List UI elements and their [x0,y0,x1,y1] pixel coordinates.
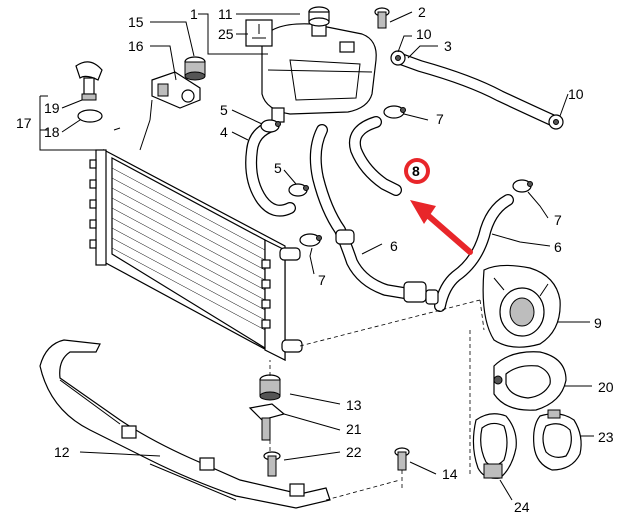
callout-14: 14 [442,466,458,482]
hose-6-upper [434,194,514,312]
rubber-mount [184,56,206,81]
callout-22: 22 [346,444,362,460]
screw-14 [394,447,410,471]
fan-shroud-part-9 [482,264,561,348]
assembly-lines [269,299,485,501]
callout-5b: 5 [274,160,282,176]
callout-9: 9 [594,315,602,331]
callout-3: 3 [444,38,452,54]
callout-8: 8 [412,163,420,179]
clamp-10a [390,50,406,66]
callout-12: 12 [54,444,70,460]
radiator [89,149,303,362]
callout-13: 13 [346,397,362,413]
clip-23 [533,409,582,471]
hose-8 [349,116,402,196]
callout-15: 15 [128,14,144,30]
callout-4: 4 [220,124,228,140]
callout-1: 1 [190,6,198,22]
tank-cap [308,6,330,27]
callout-18: 18 [44,124,60,140]
callout-7a: 7 [436,111,444,127]
hose-6-lower [309,124,428,302]
clamp-5a [260,119,281,133]
callout-21: 21 [346,421,362,437]
clamp-7c [299,233,322,247]
callout-16: 16 [128,38,144,54]
bracket-21 [248,403,286,441]
callout-labels: 1 11 25 2 10 3 10 15 16 19 17 18 5 4 5 7… [16,4,614,515]
clamp-10b [548,114,564,130]
callout-5a: 5 [220,102,228,118]
bolt-22 [263,451,281,477]
clamp-7a [383,105,406,119]
highlight-arrow [410,200,473,255]
rubber-bush-13 [259,374,281,401]
screw [374,7,390,29]
callout-6b: 6 [554,239,562,255]
gasket-20 [493,351,567,411]
callout-17: 17 [16,115,32,131]
cross-member-12 [39,339,331,509]
hose-3 [392,52,558,126]
clip-24 [472,413,517,479]
callout-6a: 6 [390,238,398,254]
callout-2: 2 [418,4,426,20]
leader-lines [39,11,594,501]
radiator-cap [75,61,103,101]
callout-20: 20 [598,379,614,395]
clamp-7b [512,179,533,193]
highlight-circle-inner [408,162,426,180]
callout-11: 11 [218,6,233,22]
callout-7b: 7 [554,212,562,228]
hose-4 [245,120,296,217]
callout-23: 23 [598,429,614,445]
warning-label [245,19,273,47]
callout-10a: 10 [416,26,432,42]
callout-25: 25 [218,26,234,42]
clamp-5b [288,183,309,197]
hose-junction [335,229,439,305]
callout-7c: 7 [318,272,326,288]
callout-24: 24 [514,499,530,515]
callout-19: 19 [44,100,60,116]
seal-ring [77,109,103,123]
mounting-bracket [151,71,201,109]
callout-10b: 10 [568,86,584,102]
expansion-tank [261,23,377,123]
